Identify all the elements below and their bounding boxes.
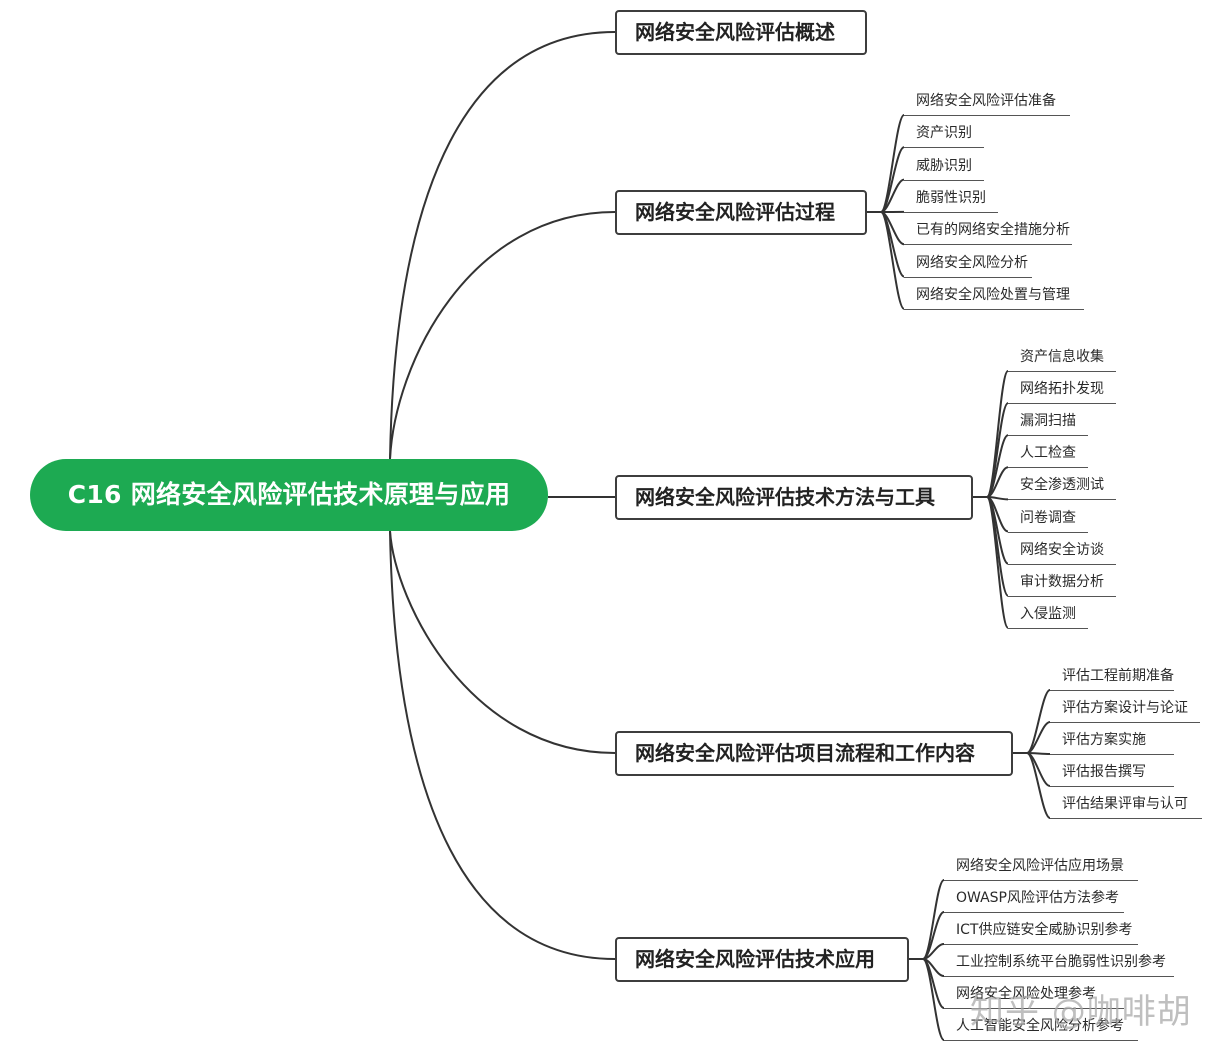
leaf-topic[interactable]: 威胁识别 — [904, 155, 984, 181]
leaf-topic[interactable]: 资产识别 — [904, 122, 984, 149]
leaf-connector — [986, 496, 1009, 629]
leaf-topic[interactable]: 评估方案实施 — [1050, 729, 1174, 755]
branch-topic-1[interactable]: 网络安全风险评估概述 — [615, 10, 867, 55]
leaf-topic[interactable]: 入侵监测 — [1008, 603, 1088, 629]
branch-connector-1 — [389, 31, 616, 460]
leaf-topic[interactable]: OWASP风险评估方法参考 — [944, 887, 1124, 913]
branch-topic-4[interactable]: 网络安全风险评估项目流程和工作内容 — [615, 731, 1013, 776]
leaf-topic[interactable]: 安全渗透测试 — [1008, 474, 1116, 501]
leaf-topic[interactable]: 已有的网络安全措施分析 — [904, 219, 1072, 246]
leaf-topic[interactable]: 工业控制系统平台脆弱性识别参考 — [944, 951, 1174, 977]
leaf-topic[interactable]: 网络安全风险评估准备 — [904, 90, 1070, 116]
branch-connector-4 — [389, 530, 616, 754]
watermark: 知乎 @咖啡胡 — [970, 992, 1192, 1032]
leaf-connector — [1026, 752, 1051, 819]
leaf-topic[interactable]: 资产信息收集 — [1008, 346, 1116, 372]
leaf-connector — [880, 146, 905, 213]
leaf-topic[interactable]: 审计数据分析 — [1008, 571, 1116, 597]
leaf-topic[interactable]: 漏洞扫描 — [1008, 410, 1088, 437]
leaf-topic[interactable]: 人工检查 — [1008, 442, 1088, 469]
leaf-topic[interactable]: 评估工程前期准备 — [1050, 665, 1174, 691]
leaf-topic[interactable]: 网络拓扑发现 — [1008, 378, 1116, 405]
root-topic[interactable]: C16 网络安全风险评估技术原理与应用 — [30, 459, 548, 531]
branch-connector-2 — [389, 211, 616, 460]
leaf-topic[interactable]: 网络安全风险处理参考 — [944, 983, 1124, 1009]
leaf-topic[interactable]: 网络安全访谈 — [1008, 539, 1116, 565]
branch-topic-5[interactable]: 网络安全风险评估技术应用 — [615, 937, 909, 982]
branch-topic-3[interactable]: 网络安全风险评估技术方法与工具 — [615, 475, 973, 520]
leaf-connector — [986, 370, 1009, 498]
branch-topic-2[interactable]: 网络安全风险评估过程 — [615, 190, 867, 235]
leaf-topic[interactable]: 网络安全风险处置与管理 — [904, 284, 1084, 310]
leaf-topic[interactable]: 评估方案设计与论证 — [1050, 697, 1200, 723]
leaf-topic[interactable]: ICT供应链安全威胁识别参考 — [944, 919, 1138, 945]
leaf-connector — [880, 211, 905, 310]
leaf-connector — [922, 958, 945, 1041]
leaf-topic[interactable]: 问卷调查 — [1008, 507, 1088, 533]
leaf-topic[interactable]: 网络安全风险评估应用场景 — [944, 855, 1138, 881]
leaf-topic[interactable]: 脆弱性识别 — [904, 187, 998, 213]
leaf-connector — [1026, 689, 1051, 754]
leaf-topic[interactable]: 网络安全风险分析 — [904, 252, 1032, 278]
leaf-connector — [922, 879, 945, 960]
leaf-topic[interactable]: 评估报告撰写 — [1050, 761, 1174, 787]
leaf-topic[interactable]: 人工智能安全风险分析参考 — [944, 1015, 1138, 1041]
branch-connector-5 — [389, 530, 616, 960]
leaf-topic[interactable]: 评估结果评审与认可 — [1050, 793, 1202, 819]
